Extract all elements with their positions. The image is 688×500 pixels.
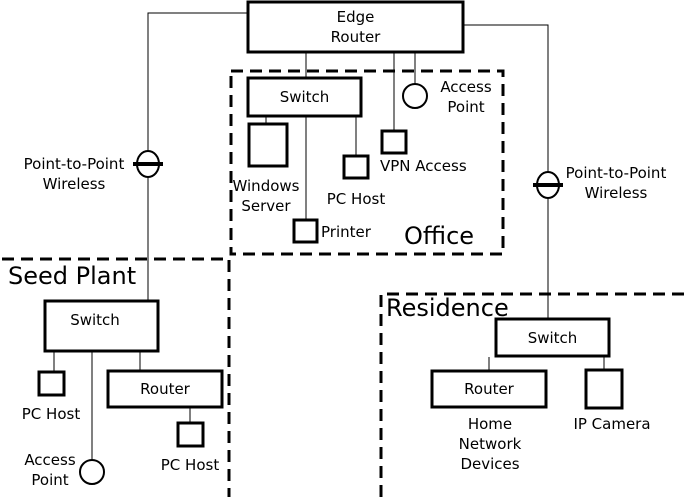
edge-router-label: Edge Router	[248, 7, 463, 47]
seed-plant-router-label: Router	[140, 380, 190, 398]
windows-server-label-line1: Windows	[232, 177, 300, 195]
residence-router-box	[430, 369, 548, 409]
printer-icon	[292, 218, 319, 244]
edge-router-label-line2: Router	[330, 28, 381, 46]
ip-camera-icon	[584, 368, 624, 410]
seed-plant-pc-host-right-label: PC Host	[160, 456, 220, 474]
wireless-link-left-icon	[133, 150, 163, 178]
residence-switch-box	[494, 317, 611, 358]
office-access-point-icon	[402, 83, 428, 109]
residence-switch-label: Switch	[527, 329, 578, 347]
residence-router-label: Router	[464, 380, 514, 398]
home-devices-line3: Devices	[460, 455, 520, 473]
edge-router-label-line1: Edge	[336, 8, 375, 26]
office-zone-label: Office	[404, 222, 475, 250]
office-access-point-label: Access Point	[430, 77, 502, 117]
wireless-left-line1: Point-to-Point	[23, 155, 125, 173]
seed-plant-access-point-line1: Access	[24, 451, 76, 469]
wireless-right-label: Point-to-Point Wireless	[556, 163, 676, 203]
office-zone	[229, 69, 505, 256]
office-pc-host-label: PC Host	[326, 190, 386, 208]
connection-lines	[53, 12, 605, 460]
office-access-point-line1: Access	[440, 78, 492, 96]
office-switch-label: Switch	[279, 88, 330, 106]
wireless-right-line1: Point-to-Point	[565, 164, 667, 182]
windows-server-label: Windows Server	[226, 176, 306, 216]
windows-server-icon	[247, 122, 289, 168]
home-network-devices-label: Home Network Devices	[445, 414, 535, 474]
seed-plant-pc-host-right-icon	[176, 421, 205, 448]
seed-plant-switch-box	[43, 299, 160, 353]
vpn-access-device	[380, 129, 408, 155]
home-devices-line2: Network	[458, 435, 522, 453]
windows-server-label-line2: Server	[241, 197, 291, 215]
seed-plant-access-point-icon	[79, 459, 105, 485]
home-devices-line1: Home	[467, 415, 513, 433]
vpn-access-label: VPN Access	[380, 157, 467, 175]
wireless-left-label: Point-to-Point Wireless	[14, 154, 134, 194]
office-access-point-line2: Point	[447, 98, 485, 116]
wireless-right-line2: Wireless	[584, 184, 648, 202]
printer-label: Printer	[321, 223, 371, 241]
seed-plant-zone	[2, 257, 231, 497]
office-switch-box	[246, 76, 363, 118]
seed-plant-zone-label: Seed Plant	[8, 262, 137, 290]
seed-plant-pc-host-left-icon	[37, 370, 66, 397]
seed-plant-switch-label: Switch	[70, 311, 120, 329]
residence-zone-label: Residence	[386, 294, 509, 322]
wireless-left-line2: Wireless	[42, 175, 106, 193]
residence-zone	[379, 292, 686, 497]
seed-plant-router-box	[106, 369, 224, 409]
ip-camera-label: IP Camera	[573, 415, 651, 433]
seed-plant-access-point-label: Access Point	[14, 450, 86, 490]
edge-router-box	[246, 0, 465, 54]
office-pc-host-icon	[342, 154, 370, 180]
wireless-link-right-icon	[533, 171, 563, 199]
seed-plant-access-point-line2: Point	[31, 471, 69, 489]
seed-plant-pc-host-left-label: PC Host	[21, 405, 81, 423]
